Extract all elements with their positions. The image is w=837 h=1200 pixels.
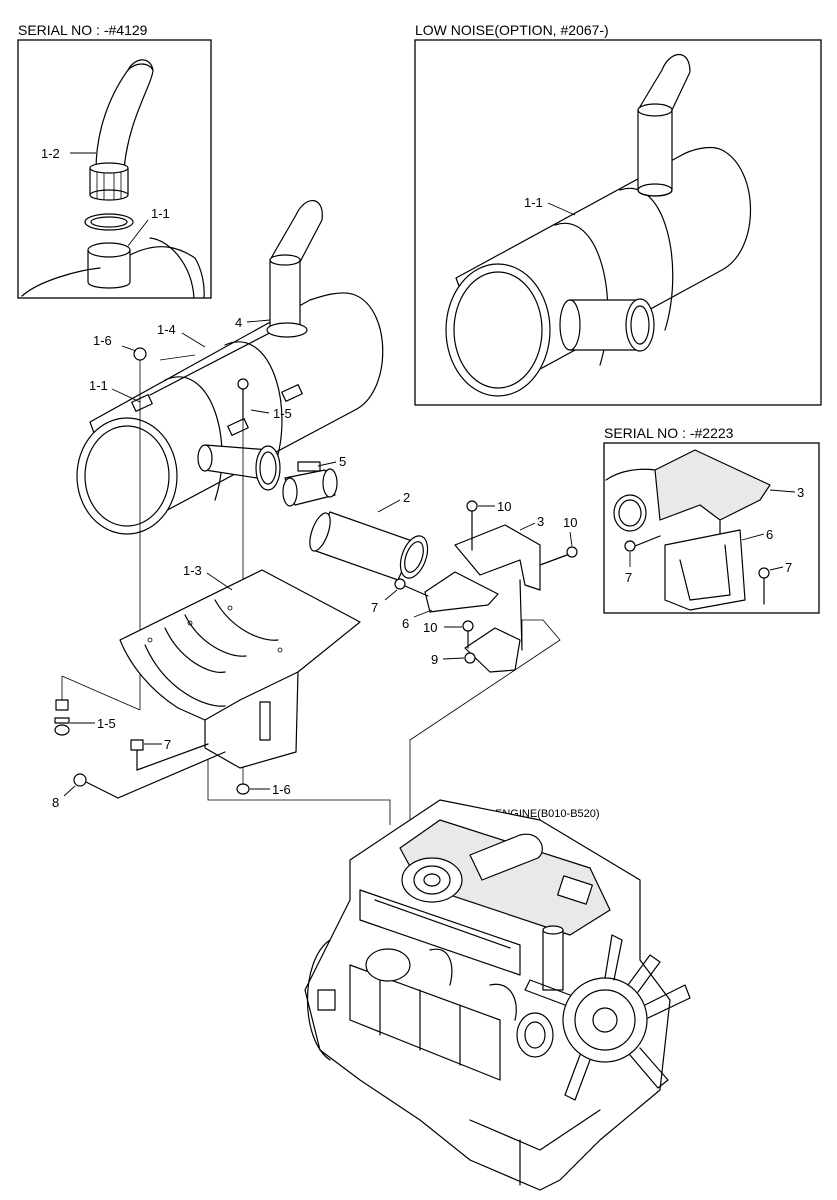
inset-top-left-frame [17,39,212,299]
heat-shield-1-4 [149,324,286,396]
callout-1-5-bottom: 1-5 [97,716,116,731]
callout-6: 6 [402,616,409,631]
stack-clamp [266,322,308,338]
callout-1-1: 1-1 [89,378,108,393]
callout-5: 5 [339,454,346,469]
callout-1-6-bottom: 1-6 [272,782,291,797]
brackets-center [394,500,578,858]
callout-8: 8 [52,795,59,810]
callout-3-alt: 3 [797,485,804,500]
callout-4: 4 [235,315,242,330]
outlet-stub [87,249,131,289]
callout-1-5-top: 1-5 [273,406,292,421]
inset-top-right: LOW NOISE(OPTION, #2067-) 1-1 [414,22,822,406]
engine-b010-b520: ENGINE(B010-B520) [304,799,691,1191]
inset-mid-right: SERIAL NO : -#2223 3 6 7 7 [603,425,820,614]
bolt-1-5-bottom [55,699,69,711]
callout-1-2: 1-2 [41,146,60,161]
nut-1-6-bottom [236,783,250,795]
inset-top-left: SERIAL NO : -#4129 1-2 1-1 [17,22,212,299]
callouts-main: 4 1-6 1-4 1-1 1-5 5 2 10 3 10 7 6 10 9 1… [52,315,577,810]
bracket-6 [424,571,499,613]
shield-bracket [204,671,299,769]
cooling-fan [524,934,691,1101]
callout-1-1-inset: 1-1 [151,206,170,221]
bolt-8 [73,773,87,787]
callout-1-1-lownoise: 1-1 [524,195,543,210]
hardware-left [54,699,391,825]
callout-2: 2 [403,490,410,505]
callout-7-alt-b: 7 [785,560,792,575]
tail-pipe-1-2 [95,59,154,171]
bolt-7-left [130,739,144,751]
callout-1-4: 1-4 [157,322,176,337]
inset-mid-right-frame [603,442,820,614]
inset-top-right-frame [414,39,822,406]
inset-top-right-title: LOW NOISE(OPTION, #2067-) [415,22,609,38]
bracket-3-alt [654,449,771,521]
main-muffler-assembly [61,200,429,785]
callout-9: 9 [431,652,438,667]
callout-3: 3 [537,514,544,529]
callout-7: 7 [371,600,378,615]
alternator [516,1012,554,1058]
starter-motor [365,948,411,982]
callout-7-alt-a: 7 [625,570,632,585]
bracket-9 [464,627,521,673]
muffler-front-end [76,417,178,535]
muffler-end-cap [445,263,551,397]
intake-manifold [359,889,521,976]
callout-1-6-top: 1-6 [93,333,112,348]
callout-1-3: 1-3 [183,563,202,578]
inset-mid-right-title: SERIAL NO : -#2223 [604,425,734,441]
callout-6-alt: 6 [766,527,773,542]
heat-shield-1-3 [119,569,361,769]
callout-10-c: 10 [423,620,437,635]
nut-1-6-top [133,347,147,361]
callout-10-a: 10 [497,499,511,514]
inset-top-left-title: SERIAL NO : -#4129 [18,22,148,38]
callout-10-b: 10 [563,515,577,530]
callout-7-left: 7 [164,737,171,752]
bracket-3 [454,524,541,591]
